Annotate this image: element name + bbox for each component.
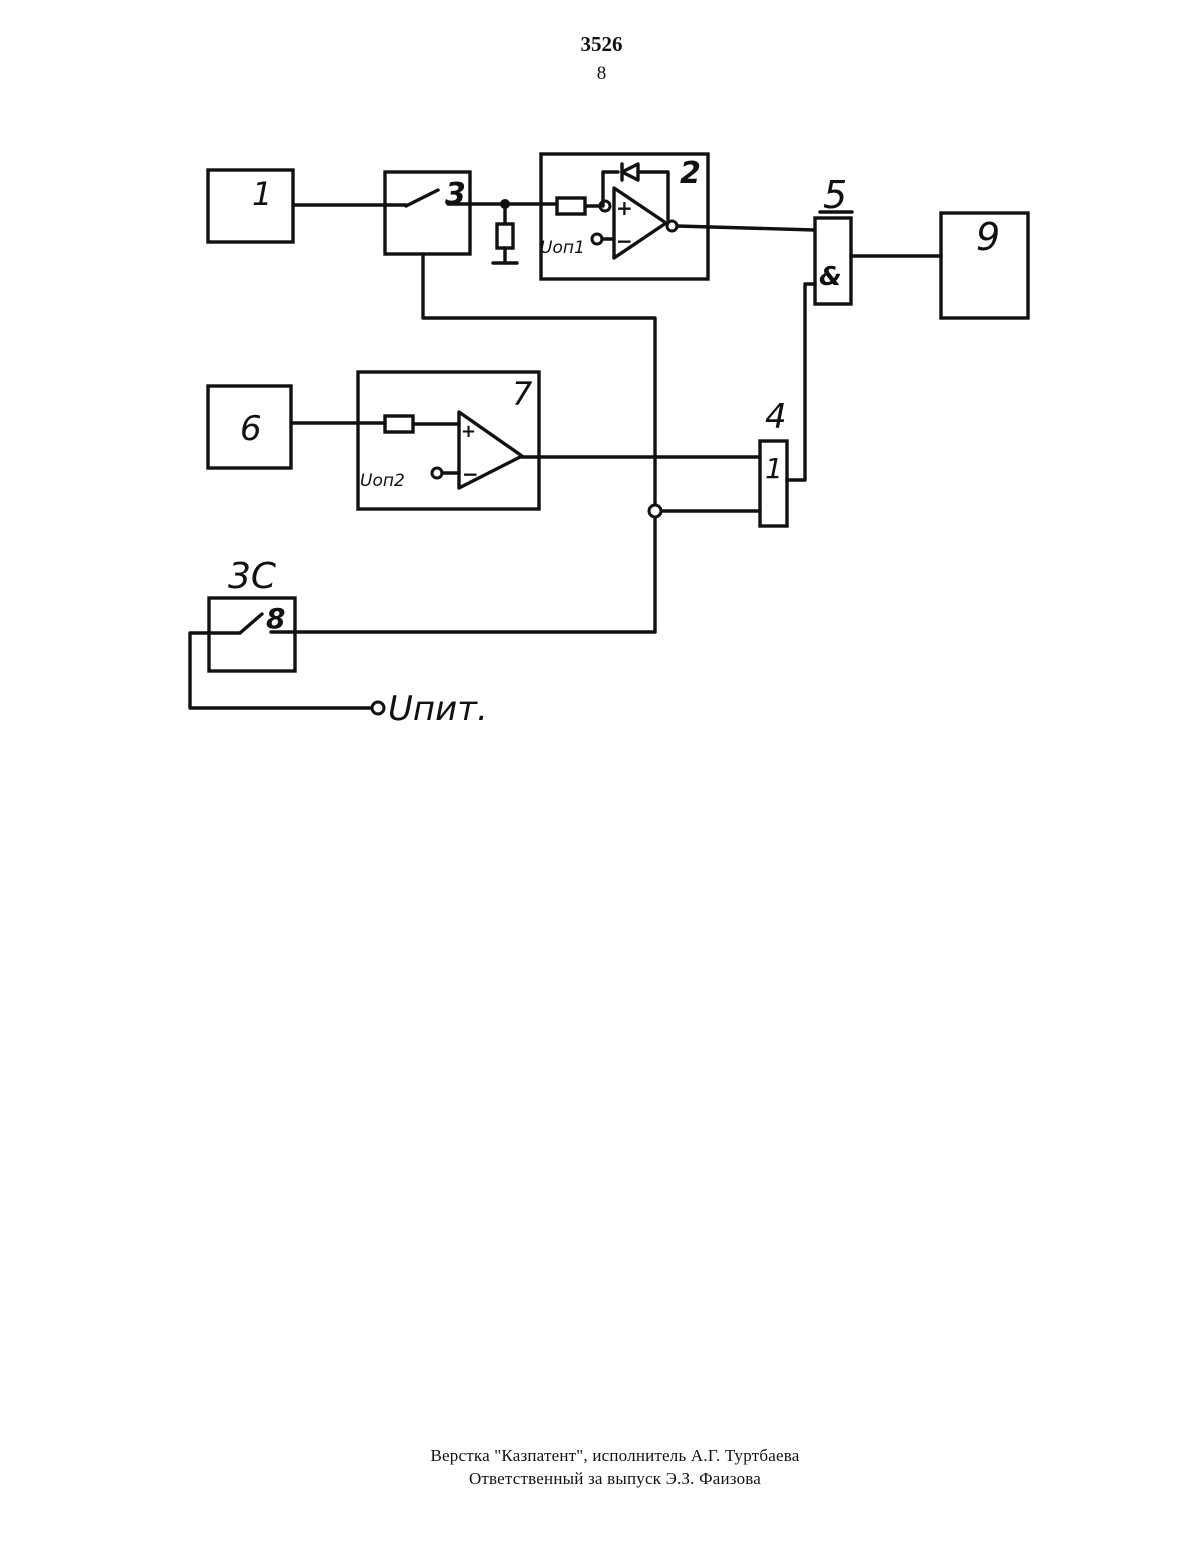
block-7-comparator: 7 + − Uоп2	[358, 372, 539, 509]
block-4-label: 4	[765, 397, 787, 437]
block-8-switch: 3C 8	[209, 556, 295, 671]
footer-responsible-line: Ответственный за выпуск Э.З. Фаизова	[0, 1469, 1203, 1489]
block-5-and: 5 &	[815, 173, 852, 304]
block-7-plus: +	[461, 421, 476, 442]
block-2-plus: +	[616, 196, 633, 220]
block-2-comparator: 2 + − Uоп1	[540, 154, 708, 279]
ref-voltage-1: Uоп1	[540, 238, 585, 258]
block-1: 1	[208, 170, 293, 242]
block-1-label: 1	[252, 175, 272, 213]
footer-typesetting-line: Верстка "Казпатент", исполнитель А.Г. Ту…	[0, 1446, 1203, 1466]
block-8-tag: 3C	[228, 556, 277, 597]
block-2-label: 2	[680, 156, 701, 191]
block-5-symbol: &	[819, 262, 842, 292]
block-7-minus: −	[462, 462, 479, 486]
block-6-label: 6	[240, 409, 262, 449]
supply-voltage-label: Uпит.	[388, 689, 488, 729]
block-6: 6	[208, 386, 291, 468]
block-9-label: 9	[976, 215, 1000, 259]
block-7-label: 7	[512, 375, 533, 413]
block-4-symbol: 1	[765, 452, 783, 485]
block-2-minus: −	[616, 229, 633, 253]
block-3-switch: 3	[385, 172, 470, 254]
block-4-or: 4 1	[760, 397, 787, 526]
block-9: 9	[941, 213, 1028, 318]
ref-voltage-2: Uоп2	[360, 471, 405, 491]
block-3-label: 3	[445, 177, 466, 212]
block-8-label: 8	[266, 602, 285, 635]
